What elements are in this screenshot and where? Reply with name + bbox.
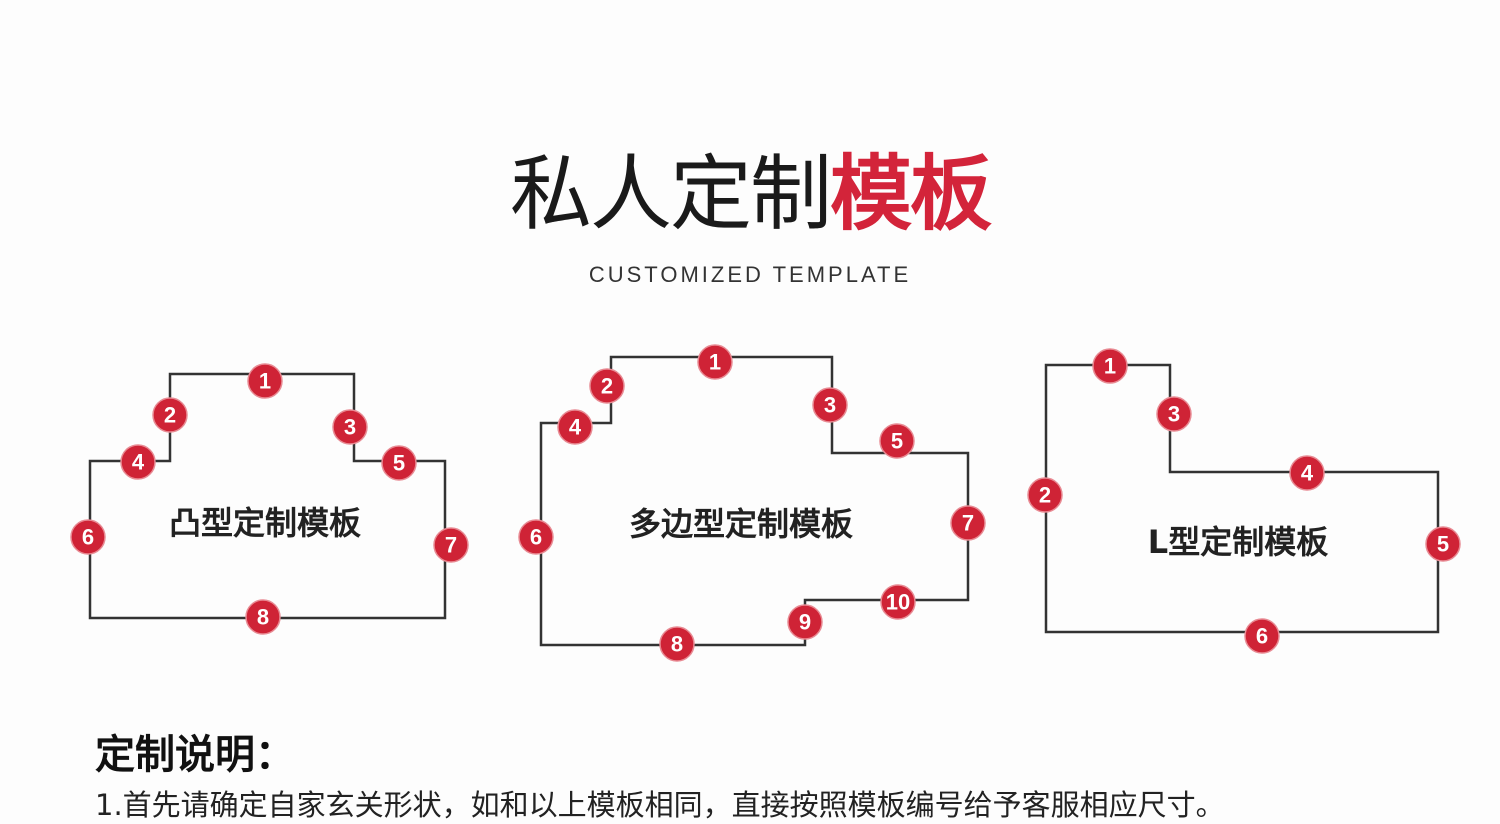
badge-number: 9 xyxy=(799,610,811,635)
badge-circle xyxy=(518,519,554,555)
number-badge: 2 xyxy=(1027,477,1063,513)
badge-circle xyxy=(1289,455,1325,491)
badge-circle xyxy=(381,445,417,481)
badge-number: 7 xyxy=(962,511,974,536)
badge-number: 10 xyxy=(886,590,910,615)
number-badge: 5 xyxy=(879,423,915,459)
badge-circle xyxy=(152,397,188,433)
number-badge: 9 xyxy=(787,604,823,640)
convex-outline xyxy=(88,372,447,620)
badge-number: 6 xyxy=(1256,624,1268,649)
badge-circle xyxy=(787,604,823,640)
number-badge: 6 xyxy=(70,519,106,555)
template-label: 凸型定制模板 xyxy=(169,504,361,542)
number-badge: 1 xyxy=(697,344,733,380)
badge-circle xyxy=(247,363,283,399)
badge-number: 5 xyxy=(393,451,405,476)
number-badge: 1 xyxy=(1092,348,1128,384)
badge-number: 5 xyxy=(1437,532,1449,557)
number-badge: 4 xyxy=(120,444,156,480)
badge-number: 4 xyxy=(1301,461,1314,486)
badge-number: 3 xyxy=(1168,402,1180,427)
number-badge: 3 xyxy=(1156,396,1192,432)
badge-number: 4 xyxy=(132,450,145,475)
badge-circle xyxy=(879,423,915,459)
number-badge: 10 xyxy=(880,584,916,620)
number-badge: 6 xyxy=(1244,618,1280,654)
number-badge: 8 xyxy=(659,626,695,662)
badge-circle xyxy=(812,387,848,423)
badge-number: 5 xyxy=(891,429,903,454)
badge-number: 3 xyxy=(824,393,836,418)
notes-heading: 定制说明： xyxy=(95,732,295,778)
l-shape-outline xyxy=(1044,363,1440,634)
badge-circle xyxy=(433,527,469,563)
page-subtitle: CUSTOMIZED TEMPLATE xyxy=(588,262,912,287)
number-badge: 2 xyxy=(152,397,188,433)
template-label: L型定制模板 xyxy=(1148,523,1328,561)
badge-circle xyxy=(589,368,625,404)
number-badge: 6 xyxy=(518,519,554,555)
badge-number: 6 xyxy=(82,525,94,550)
badge-number: 8 xyxy=(257,605,269,630)
number-badge: 2 xyxy=(589,368,625,404)
badge-number: 7 xyxy=(445,533,457,558)
badge-circle xyxy=(1027,477,1063,513)
badge-number: 2 xyxy=(1039,483,1051,508)
template-convex: 凸型定制模板 1 2 3 4 5 6 7 8 xyxy=(70,363,469,635)
badge-number: 8 xyxy=(671,632,683,657)
number-badge: 3 xyxy=(332,409,368,445)
number-badge: 5 xyxy=(381,445,417,481)
badge-circle xyxy=(120,444,156,480)
badge-circle xyxy=(950,505,986,541)
number-badge: 3 xyxy=(812,387,848,423)
page-title: 私人定制模板 xyxy=(0,140,1500,250)
template-label: 多边型定制模板 xyxy=(629,505,853,543)
badge-number: 6 xyxy=(530,525,542,550)
badge-circle xyxy=(557,409,593,445)
badge-circle xyxy=(70,519,106,555)
badge-circle xyxy=(1092,348,1128,384)
badge-number: 1 xyxy=(259,369,271,394)
number-badge: 4 xyxy=(1289,455,1325,491)
badge-number: 1 xyxy=(1104,354,1116,379)
title-red: 模板 xyxy=(830,147,992,242)
badge-circle xyxy=(880,584,916,620)
badge-circle xyxy=(1244,618,1280,654)
badge-circle xyxy=(659,626,695,662)
badge-circle xyxy=(1156,396,1192,432)
badge-circle xyxy=(1425,526,1461,562)
number-badge: 7 xyxy=(433,527,469,563)
notes-line-1: 1.首先请确定自家玄关形状，如和以上模板相同，直接按照模板编号给予客服相应尺寸。 xyxy=(95,788,1225,822)
badge-number: 2 xyxy=(601,374,613,399)
badge-number: 4 xyxy=(569,415,582,440)
number-badge: 5 xyxy=(1425,526,1461,562)
number-badge: 7 xyxy=(950,505,986,541)
badge-circle xyxy=(332,409,368,445)
number-badge: 4 xyxy=(557,409,593,445)
number-badge: 1 xyxy=(247,363,283,399)
badge-circle xyxy=(697,344,733,380)
template-polygon: 多边型定制模板 1 2 3 4 5 6 7 8 9 10 xyxy=(518,344,986,662)
badge-number: 1 xyxy=(709,350,721,375)
badge-circle xyxy=(245,599,281,635)
template-l-shape: L型定制模板 1 2 3 4 5 6 xyxy=(1027,348,1461,654)
title-black: 私人定制 xyxy=(509,147,832,242)
number-badge: 8 xyxy=(245,599,281,635)
badge-number: 3 xyxy=(344,415,356,440)
badge-number: 2 xyxy=(164,403,176,428)
